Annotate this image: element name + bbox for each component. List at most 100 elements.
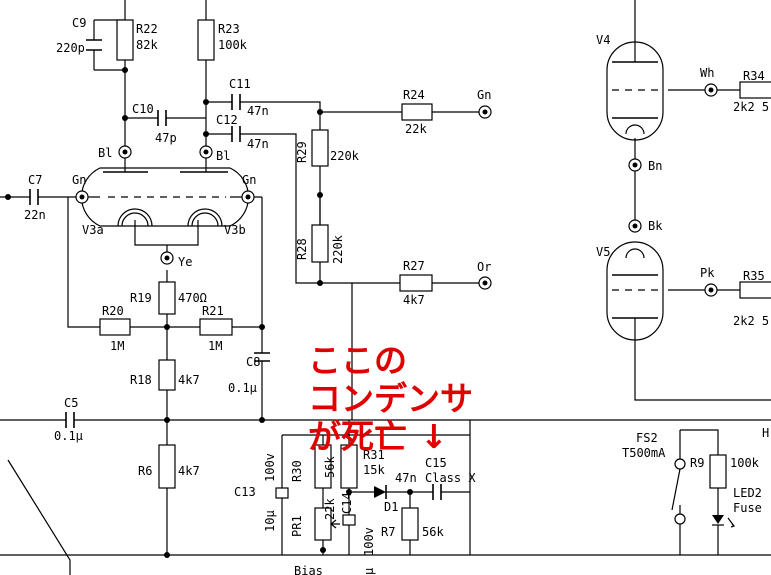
r34-body [739,81,771,99]
label-bk: Bk [648,219,663,233]
label-c10-value: 47p [155,131,177,145]
label-gn-left: Gn [72,173,86,187]
label-c12-value: 47n [247,137,269,151]
annotation-line1: ここの [308,341,407,380]
r31-body [340,444,358,489]
label-c14-value2: μ [362,568,376,575]
label-c15-value: 47n [395,471,417,485]
label-r21-value: 1M [208,339,222,353]
connector-pk [704,283,718,297]
label-fs2-ref: FS2 [636,431,658,445]
label-r19-value: 470Ω [178,291,207,305]
connector-gn-right [241,190,255,204]
label-or-out: Or [477,260,491,274]
r23-body [197,19,215,61]
tube-v5 [606,241,664,355]
label-c14-ref: C14 [340,492,354,514]
label-c9-value: 220p [56,41,85,55]
label-c5-value: 0.1μ [54,429,83,443]
r7-body [401,507,419,541]
pr1-wiper [330,519,340,529]
label-r29-ref: R29 [295,141,309,163]
diode-d1 [374,485,387,499]
label-fs2-value: T500mA [622,446,666,460]
label-r23-ref: R23 [218,22,240,36]
annotation-arrow-icon: ↓ [420,417,448,456]
label-v3a: V3a [82,223,104,237]
r27-body [399,274,433,292]
label-gn-right: Gn [242,173,256,187]
label-r35-value: 2k2 5 [733,314,769,328]
capacitors [29,39,442,526]
labels: C9 220p R22 82k R23 100k C11 47n C10 47p… [24,16,769,575]
fuse-fs2 [671,458,686,525]
label-v5: V5 [596,245,610,259]
label-r28-value: 220k [331,234,345,264]
connector-rings [75,83,718,297]
label-r7-ref: R7 [381,525,395,539]
label-c12-ref: C12 [216,113,238,127]
label-c13-value: 100v [263,453,277,482]
label-c9-ref: C9 [72,16,86,30]
r9-body [709,454,727,489]
label-r9-value: 100k [730,456,760,470]
r6-body [158,444,176,489]
label-bl-left: Bl [98,146,112,160]
connector-ye [160,251,174,265]
label-r34-ref: R34 [743,69,765,83]
connector-gn-out [478,105,492,119]
label-r31-ref: R31 [363,448,385,462]
label-pk: Pk [700,266,715,280]
tube-v3 [80,152,250,227]
resistors [99,19,771,541]
label-c11-ref: C11 [229,77,251,91]
label-c10-ref: C10 [132,102,154,116]
label-r34-value: 2k2 5 [733,100,769,114]
label-r7-value: 56k [422,525,444,539]
connector-wh [704,83,718,97]
label-r6-value: 4k7 [178,464,200,478]
label-c7-ref: C7 [28,173,42,187]
r29-body [311,129,329,167]
led2-symbol [712,515,736,528]
label-v4: V4 [596,33,610,47]
junction-dots [5,67,413,558]
label-c15-ref: C15 [425,456,447,470]
label-c8-ref: C8 [246,355,260,369]
label-r28-ref: R28 [295,238,309,260]
label-r23-value: 100k [218,38,248,52]
label-c11-value: 47n [247,104,269,118]
label-c14-value: 100v [362,527,376,556]
connector-gn-left [75,190,89,204]
r22-body [116,19,134,61]
label-r20-value: 1M [110,339,124,353]
label-r22-value: 82k [136,38,158,52]
label-c13-value2: 10μ [263,510,277,532]
label-r6-ref: R6 [138,464,152,478]
label-led2-ref: LED2 [733,486,762,500]
label-r21-ref: R21 [202,304,224,318]
c10-plates [157,110,167,126]
connector-or-out [478,276,492,290]
label-v3b: V3b [224,223,246,237]
label-c7-value: 22n [24,208,46,222]
label-ye: Ye [178,255,192,269]
label-r22-ref: R22 [136,22,158,36]
label-r30-ref: R30 [290,460,304,482]
label-c5-ref: C5 [64,396,78,410]
label-r29-value: 220k [330,149,360,163]
failure-annotation: ここの コンデンサ が死亡 ↓ [308,341,473,456]
c7-plates [29,189,39,205]
c12-plates [231,126,241,142]
tube-v4 [606,38,664,141]
label-wh: Wh [700,66,714,80]
label-r24-value: 22k [405,122,427,136]
c11-plates [231,94,241,110]
label-bn: Bn [648,159,662,173]
label-r27-value: 4k7 [403,293,425,307]
r35-body [739,281,771,299]
label-r35-ref: R35 [743,269,765,283]
connector-bn [628,158,642,172]
